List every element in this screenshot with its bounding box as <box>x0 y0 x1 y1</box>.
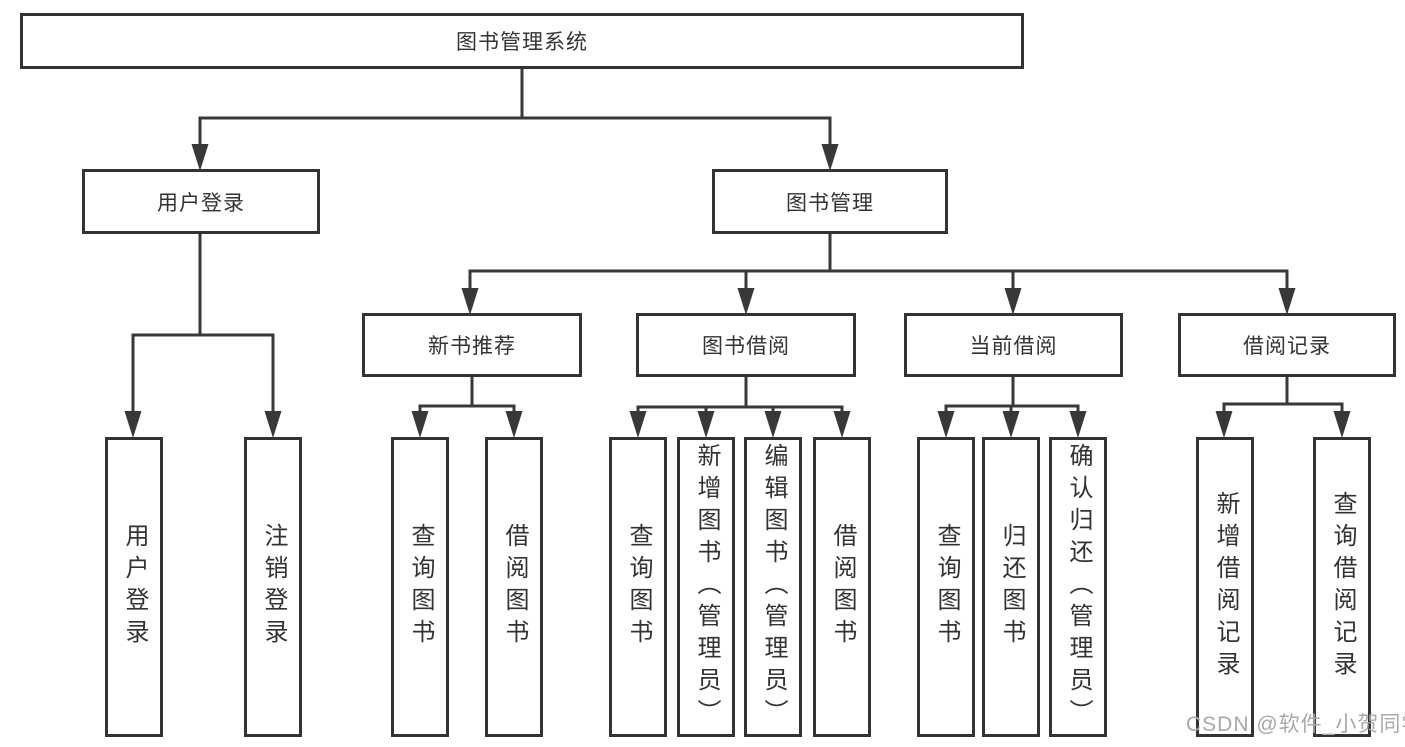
leaf-edit-books-admin: 编辑图书（管理员） <box>744 437 802 737</box>
connector-borrow-bar <box>636 405 844 412</box>
leaf-query-borrow-record: 查询借阅记录 <box>1313 437 1371 737</box>
arrow-to-newrec <box>461 288 479 315</box>
arrow-to-borrow <box>737 288 755 315</box>
leaf-user-login: 用户登录 <box>105 437 163 737</box>
connector-records-bar <box>1222 402 1344 412</box>
node-book-borrowing: 图书借阅 <box>636 313 856 377</box>
arrow-to-leaf-borrow-newrec <box>505 411 523 438</box>
leaf-query-books-recommend: 查询图书 <box>391 437 449 737</box>
leaf-query-books-current: 查询图书 <box>917 437 975 737</box>
node-user-login: 用户登录 <box>82 169 320 234</box>
leaf-add-books-admin: 新增图书（管理员） <box>677 437 735 737</box>
arrow-to-leaf-userlogin <box>124 411 142 438</box>
watermark-text: CSDN @软件_小贺同学 <box>1186 713 1405 736</box>
leaf-borrow-books-recommend: 借阅图书 <box>485 437 543 737</box>
connector-newrec-bar <box>418 404 516 412</box>
connector-level2-bar <box>198 116 832 146</box>
arrow-to-leaf-borrow-books <box>833 411 851 438</box>
leaf-query-books-borrowing: 查询图书 <box>609 437 667 737</box>
arrow-to-leaf-logout <box>264 411 282 438</box>
arrow-to-leaf-query-newrec <box>411 411 429 438</box>
leaf-logout: 注销登录 <box>244 437 302 737</box>
arrow-to-leaf-query-borrow <box>629 411 647 438</box>
arrow-to-leaf-add-books <box>697 411 715 438</box>
node-current-borrowing: 当前借阅 <box>904 313 1123 377</box>
connector-current-bar <box>944 404 1080 412</box>
arrow-to-leaf-query-current <box>937 411 955 438</box>
arrow-to-leaf-add-record <box>1215 411 1233 438</box>
connector-userlogin-bar <box>131 333 275 412</box>
node-borrowing-records: 借阅记录 <box>1178 313 1396 377</box>
arrow-to-records <box>1278 288 1296 315</box>
connector-level3-bar <box>468 269 1289 289</box>
arrow-to-leaf-edit-books <box>764 411 782 438</box>
node-library-system: 图书管理系统 <box>20 13 1024 69</box>
arrow-to-userlogin <box>191 144 209 171</box>
leaf-borrow-books-borrowing: 借阅图书 <box>813 437 871 737</box>
arrow-to-leaf-confirm-return <box>1069 411 1087 438</box>
leaf-add-borrow-record: 新增借阅记录 <box>1196 437 1254 737</box>
arrow-to-current <box>1004 288 1022 315</box>
node-book-management: 图书管理 <box>712 169 948 234</box>
arrow-to-leaf-return-books <box>1002 411 1020 438</box>
arrow-to-bookmgmt <box>821 144 839 171</box>
leaf-return-books: 归还图书 <box>982 437 1040 737</box>
arrow-to-leaf-query-record <box>1333 411 1351 438</box>
leaf-confirm-return-admin: 确认归还（管理员） <box>1049 437 1107 737</box>
node-new-book-recommend: 新书推荐 <box>362 313 582 377</box>
